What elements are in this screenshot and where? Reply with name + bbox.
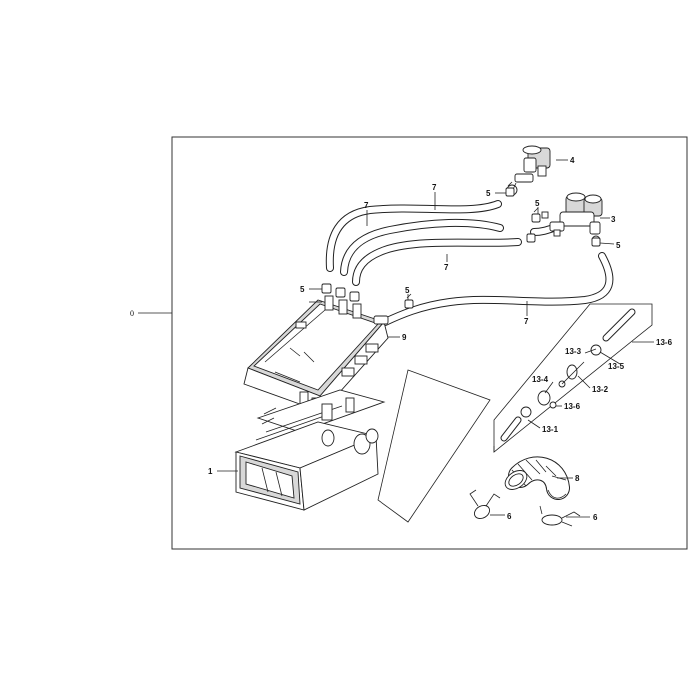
callout-3: 3 — [611, 215, 616, 224]
dispenser-housing-9 — [243, 295, 389, 414]
callout-5-c: 5 — [616, 241, 621, 250]
callout-6-b: 6 — [593, 513, 598, 522]
clamp-5f — [321, 283, 332, 294]
callout-5-d: 5 — [405, 286, 410, 295]
callout-7-d: 7 — [524, 317, 529, 326]
callout-9: 9 — [402, 333, 407, 342]
callout-13-4: 13-4 — [532, 375, 549, 384]
callout-5-e: 5 — [300, 285, 305, 294]
clamp-5a — [505, 181, 515, 197]
bellows-hose-8 — [504, 456, 570, 500]
water-valve-3 — [549, 192, 603, 245]
callouts: 1 3 4 5 5 5 5 5 6 6 7 7 7 7 8 9 13-1 13-… — [208, 156, 673, 522]
clamp-5h — [349, 291, 360, 302]
drawer-panel — [377, 369, 491, 523]
callout-5-b: 5 — [535, 199, 540, 208]
spring-clamp-6b — [539, 505, 581, 527]
callout-4: 4 — [570, 156, 575, 165]
leader-lines — [217, 159, 654, 518]
callout-1: 1 — [208, 467, 213, 476]
clamp-5e — [404, 293, 414, 309]
clamp-5c — [526, 233, 536, 243]
diagram-frame — [171, 136, 688, 550]
drawer-body-1 — [234, 389, 386, 511]
assembly-number: 0 — [130, 309, 134, 318]
callout-13-6-lower: 13-6 — [564, 402, 581, 411]
hose-c — [352, 238, 522, 286]
callout-7-b: 7 — [364, 201, 369, 210]
assembly-label: 0 — [130, 309, 172, 318]
callout-13-3: 13-3 — [565, 347, 582, 356]
clamp-5b — [531, 207, 541, 223]
spring-clamp-6a — [469, 489, 501, 520]
callout-13-5: 13-5 — [608, 362, 625, 371]
hose-d — [381, 252, 614, 326]
clamp-5g — [335, 287, 346, 298]
callout-8: 8 — [575, 474, 580, 483]
clamp-5d — [591, 237, 601, 247]
callout-5-a: 5 — [486, 189, 491, 198]
callout-7-c: 7 — [444, 263, 449, 272]
callout-13-6: 13-6 — [656, 338, 673, 347]
water-valve-4 — [506, 145, 551, 197]
callout-13-2: 13-2 — [592, 385, 609, 394]
callout-6-a: 6 — [507, 512, 512, 521]
callout-13-1: 13-1 — [542, 425, 559, 434]
subassembly-13 — [493, 303, 653, 453]
clamp-group — [321, 181, 601, 309]
callout-7-a: 7 — [432, 183, 437, 192]
